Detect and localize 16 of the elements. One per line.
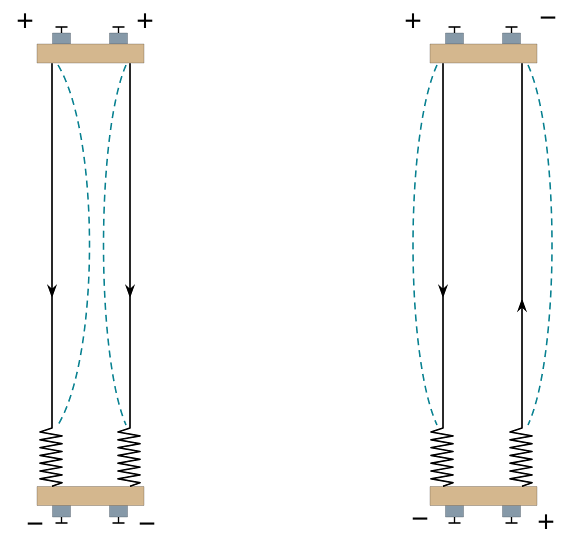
- wire: [117, 63, 141, 488]
- mounting-bar: [36, 486, 144, 506]
- polarity-sign: +: [406, 13, 420, 28]
- mounting-bar: [430, 486, 538, 506]
- polarity-sign: −: [140, 522, 154, 525]
- polarity-sign: −: [540, 16, 556, 19]
- wire: [39, 63, 63, 488]
- polarity-sign: −: [28, 522, 42, 525]
- mounting-bar: [430, 44, 538, 64]
- mounting-bar: [36, 44, 144, 64]
- polarity-sign: +: [18, 13, 32, 28]
- wire: [509, 63, 533, 488]
- polarity-sign: −: [412, 518, 428, 520]
- polarity-sign: +: [138, 13, 152, 28]
- polarity-sign: +: [538, 514, 554, 530]
- wire: [430, 63, 454, 488]
